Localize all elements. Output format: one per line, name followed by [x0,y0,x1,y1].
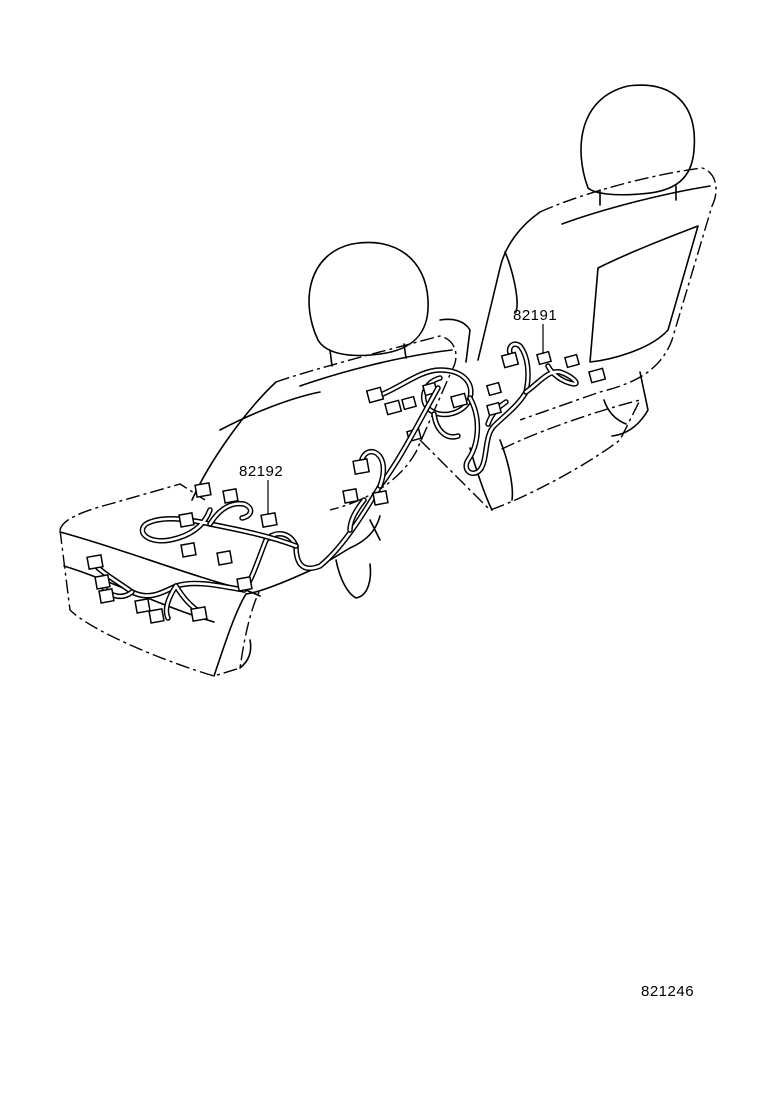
rear-seat-headrest [580,84,696,196]
rear-seat-cushion [419,399,641,511]
connector [94,574,111,590]
harness-82191 [365,341,607,476]
connector [178,512,195,528]
front-seat-backrest [275,335,457,511]
part-label-82192: 82192 [239,463,283,480]
connector [86,554,104,570]
connector [216,550,233,566]
part-label-82191: 82191 [513,307,557,324]
harness-82192 [86,385,441,624]
connector [500,351,520,369]
front-seat-cushion [59,483,261,677]
connector [450,392,469,409]
connector [400,395,418,411]
connector [372,490,389,506]
connector [485,401,503,417]
connector [194,482,212,498]
connector [384,399,403,416]
connector [148,608,165,624]
rear-seat-backrest [519,167,717,421]
front-seat-headrest [308,241,429,357]
connector [236,576,253,592]
connector [365,386,385,404]
connector [190,606,208,622]
connector [535,350,553,366]
connector [260,512,278,528]
connector [352,458,370,475]
front-seat-outline [59,241,471,677]
rear-seat-outline [419,84,717,511]
connector [485,381,503,397]
connector [342,488,359,504]
connector [222,488,239,504]
connector [134,598,151,614]
illustration-number: 821246 [641,983,694,1000]
connector [98,588,115,604]
connector [588,367,607,384]
connector [563,353,581,369]
connector [180,542,197,558]
